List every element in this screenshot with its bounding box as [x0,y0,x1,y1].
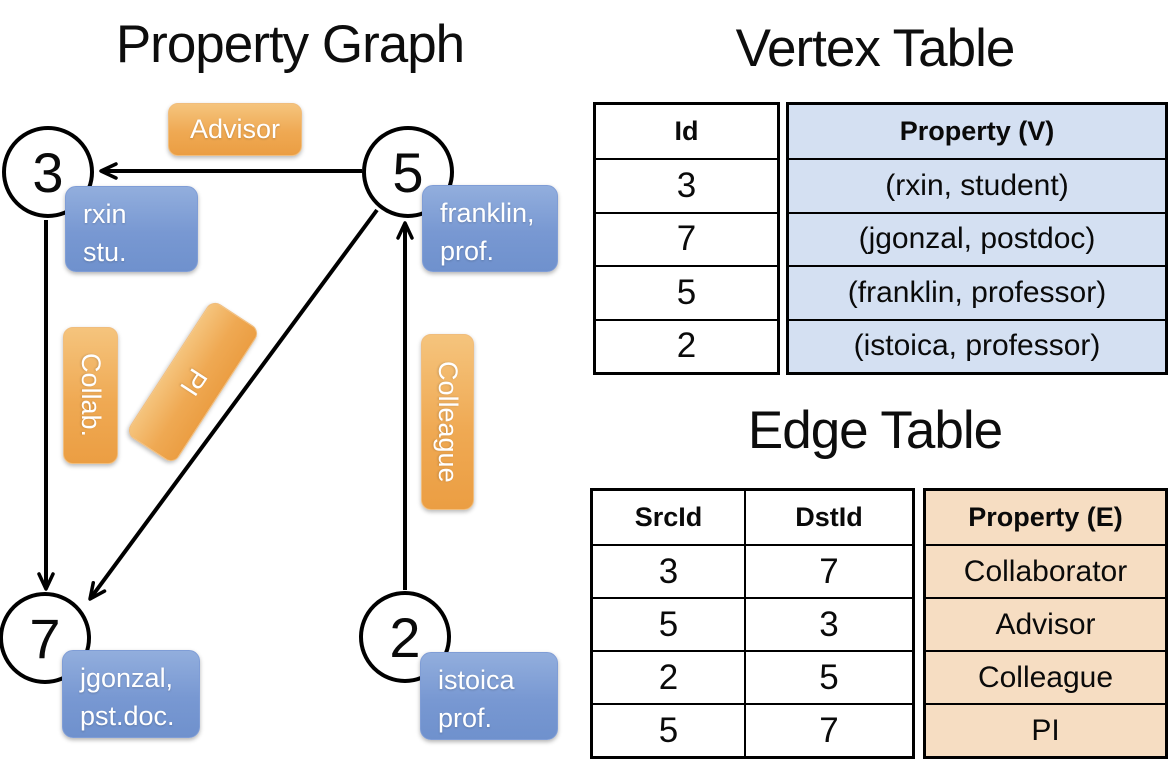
vertex-label-line: rxin [83,199,127,229]
node-id-label: 5 [392,140,424,204]
edge-label-advisor: Advisor [168,103,302,156]
table-cell: 5 [744,650,912,703]
edge-line-pi-5-to-7 [88,208,379,601]
table-cell: Collaborator [926,544,1165,597]
vertex-label-line: prof. [440,236,495,266]
edge-table-title: Edge Table [747,401,1003,460]
table-header-cell: Id [674,116,699,147]
edge-table-property-column: Property (E) Collaborator Advisor Collea… [923,488,1168,759]
table-cell: 2 [596,318,777,372]
table-cell: 7 [596,211,777,265]
table-header-cell: Property (V) [899,116,1055,147]
table-cell: 3 [744,597,912,650]
node-id-label: 2 [389,605,421,669]
node-id-label: 7 [29,606,61,670]
vertex-label-istoica: istoica prof. [420,652,558,740]
edge-table-id-columns: SrcId DstId 3 7 5 3 2 5 5 7 [590,488,915,759]
table-cell: (franklin, professor) [789,265,1165,318]
table-header-cell: DstId [744,491,912,544]
vertex-table-property-column: Property (V) (rxin, student) (jgonzal, p… [786,102,1168,375]
table-cell: 7 [744,703,912,756]
property-graph-title: Property Graph [115,15,465,74]
vertex-table-id-column: Id 3 7 5 2 [593,102,780,375]
vertex-label-rxin: rxin stu. [65,186,198,272]
table-cell: 3 [593,544,744,597]
edge-label-colleague: Colleague [421,334,474,510]
vertex-label-line: istoica [438,665,515,695]
table-cell: Advisor [926,597,1165,650]
table-cell: (jgonzal, postdoc) [789,211,1165,265]
table-cell: PI [926,703,1165,756]
vertex-label-line: prof. [438,703,493,733]
table-cell: (istoica, professor) [789,318,1165,372]
vertex-label-jgonzal: jgonzal, pst.doc. [62,650,200,738]
edge-label-collab: Collab. [63,327,118,464]
table-header-cell: SrcId [634,502,703,532]
node-id-label: 3 [32,140,64,204]
table-cell: 5 [596,265,777,318]
table-cell: Colleague [926,650,1165,703]
table-cell: (rxin, student) [789,158,1165,211]
table-cell: 2 [593,650,744,703]
table-cell: 5 [593,597,744,650]
table-cell: 3 [596,158,777,211]
table-cell: 5 [593,703,744,756]
vertex-label-franklin: franklin, prof. [422,185,558,272]
table-cell: 7 [744,544,912,597]
vertex-label-line: pst.doc. [80,701,175,731]
vertex-label-line: jgonzal, [80,663,174,693]
vertex-table-title: Vertex Table [735,19,1016,78]
table-header-cell: Property (E) [968,502,1123,532]
vertex-label-line: franklin, [440,198,535,228]
vertex-node-3: 3 [2,126,94,218]
vertex-label-line: stu. [83,237,127,267]
